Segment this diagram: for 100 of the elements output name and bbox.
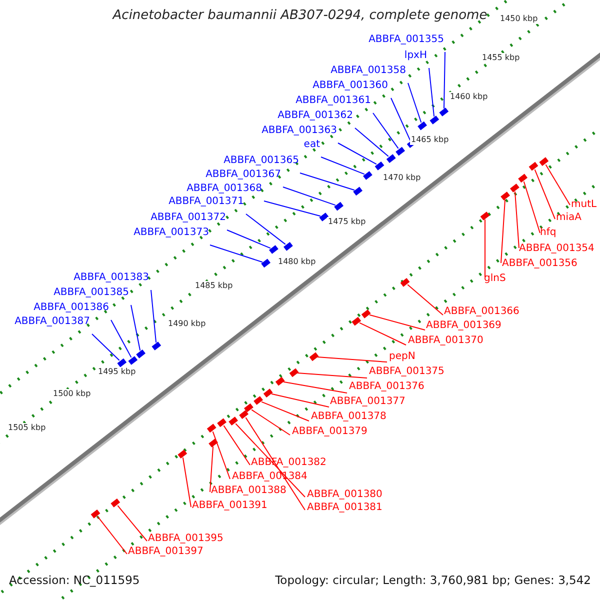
leader-line bbox=[500, 199, 506, 264]
gene-label: ABBFA_001372 bbox=[150, 212, 226, 224]
gene-label: ABBFA_001360 bbox=[312, 80, 388, 92]
gene-label: ABBFA_001362 bbox=[278, 110, 353, 122]
position-label: 1505 kbp bbox=[7, 423, 47, 433]
position-label: 1495 kbp bbox=[97, 367, 137, 377]
gene-box bbox=[480, 212, 490, 220]
leader-line bbox=[283, 381, 348, 394]
gene-label: ABBFA_001380 bbox=[307, 489, 382, 501]
gene-label: ABBFA_001376 bbox=[349, 381, 424, 393]
title: Acinetobacter baumannii AB307-0294, complete genome bbox=[111, 10, 488, 22]
leader-line bbox=[428, 68, 435, 117]
leader-line bbox=[444, 52, 446, 109]
gene-label: ABBFA_001366 bbox=[444, 306, 520, 318]
leader-line bbox=[317, 356, 388, 362]
leader-line bbox=[354, 128, 389, 157]
gene-label: eat bbox=[304, 139, 320, 151]
gene-box bbox=[254, 396, 263, 405]
gene-box bbox=[518, 174, 528, 183]
gene-box bbox=[152, 342, 162, 350]
gene-box bbox=[217, 418, 226, 428]
leader-line bbox=[150, 290, 157, 343]
leader-line bbox=[110, 320, 132, 358]
position-label: 1470 kbp bbox=[382, 173, 422, 183]
gene-label: glnS bbox=[484, 273, 506, 285]
gene-box bbox=[500, 192, 510, 200]
leader-line bbox=[390, 98, 411, 141]
position-label: 1460 kbp bbox=[449, 92, 489, 102]
leader-line bbox=[523, 181, 540, 234]
gene-box bbox=[400, 278, 410, 287]
gene-label: ABBFA_001367 bbox=[206, 169, 281, 181]
position-label: 1465 kbp bbox=[410, 135, 450, 145]
leader-line bbox=[300, 172, 355, 191]
leader-line bbox=[297, 372, 368, 378]
leader-line bbox=[484, 219, 486, 278]
leader-line bbox=[261, 401, 310, 422]
gene-box bbox=[208, 438, 218, 448]
gene-box bbox=[90, 509, 100, 518]
gene-box bbox=[528, 162, 538, 171]
gene-label: ABBFA_001397 bbox=[128, 546, 204, 558]
leader-line bbox=[407, 284, 444, 316]
leader-line bbox=[534, 169, 556, 220]
gene-box bbox=[136, 349, 146, 358]
gene-box bbox=[396, 146, 405, 156]
gene-label: ABBFA_001355 bbox=[368, 34, 444, 46]
gene-label: miaA bbox=[556, 212, 582, 224]
gene-box bbox=[284, 242, 293, 251]
gene-label: ABBFA_001378 bbox=[311, 411, 386, 423]
gene-label: ABBFA_001386 bbox=[34, 302, 109, 314]
leader-line bbox=[359, 322, 406, 346]
gene-box bbox=[353, 186, 362, 196]
position-label: 1490 kbp bbox=[167, 319, 207, 329]
gene-label: hfq bbox=[540, 227, 556, 239]
gene-label: ABBFA_001356 bbox=[502, 258, 578, 270]
gene-box bbox=[386, 154, 396, 164]
leader-line bbox=[226, 230, 271, 249]
gene-label: ABBFA_001395 bbox=[148, 533, 224, 545]
gene-label: ABBFA_001370 bbox=[408, 335, 484, 347]
position-label: 1475 kbp bbox=[327, 217, 367, 227]
gene-box bbox=[539, 157, 549, 166]
gene-box bbox=[361, 309, 371, 318]
leader-line bbox=[246, 214, 286, 245]
gene-box bbox=[309, 352, 319, 362]
leader-line bbox=[97, 516, 128, 554]
leader-line bbox=[369, 314, 426, 330]
leader-line bbox=[223, 425, 250, 466]
gene-label: pepN bbox=[389, 351, 416, 363]
gene-box bbox=[206, 424, 216, 433]
gene-box bbox=[439, 108, 449, 116]
leader-line bbox=[92, 334, 120, 361]
gene-box bbox=[128, 356, 138, 365]
gene-label: ABBFA_001377 bbox=[330, 396, 406, 408]
gene-label: ABBFA_001368 bbox=[186, 183, 262, 195]
leader-line bbox=[264, 200, 321, 217]
gene-label: ABBFA_001371 bbox=[168, 196, 244, 208]
genome-stats-text: Topology: circular; Length: 3,760,981 bp; Genes: 3,542 bbox=[275, 574, 591, 586]
leader-line bbox=[514, 191, 520, 248]
position-label: 1455 kbp bbox=[481, 53, 521, 63]
leader-line bbox=[271, 393, 330, 408]
position-label: 1500 kbp bbox=[52, 389, 92, 399]
leader-line bbox=[212, 431, 230, 480]
leader-line bbox=[320, 156, 365, 175]
gene-label: ABBFA_001358 bbox=[330, 65, 406, 77]
gene-box bbox=[263, 388, 273, 398]
gene-label: ABBFA_001373 bbox=[134, 227, 209, 239]
gene-box bbox=[178, 450, 188, 459]
gene-box bbox=[418, 121, 427, 130]
gene-box bbox=[363, 171, 372, 180]
leader-line bbox=[235, 423, 306, 498]
leader-line bbox=[338, 142, 377, 165]
leader-line bbox=[130, 304, 141, 351]
gene-box bbox=[275, 376, 285, 386]
gene-box bbox=[510, 184, 520, 192]
gene-box bbox=[289, 368, 299, 378]
gene-label: ABBFA_001381 bbox=[307, 502, 382, 514]
leader-line bbox=[251, 409, 290, 436]
leader-line bbox=[545, 164, 570, 206]
leader-line bbox=[182, 457, 192, 508]
gene-box bbox=[374, 161, 384, 170]
gene-label: ABBFA_001365 bbox=[224, 155, 299, 167]
